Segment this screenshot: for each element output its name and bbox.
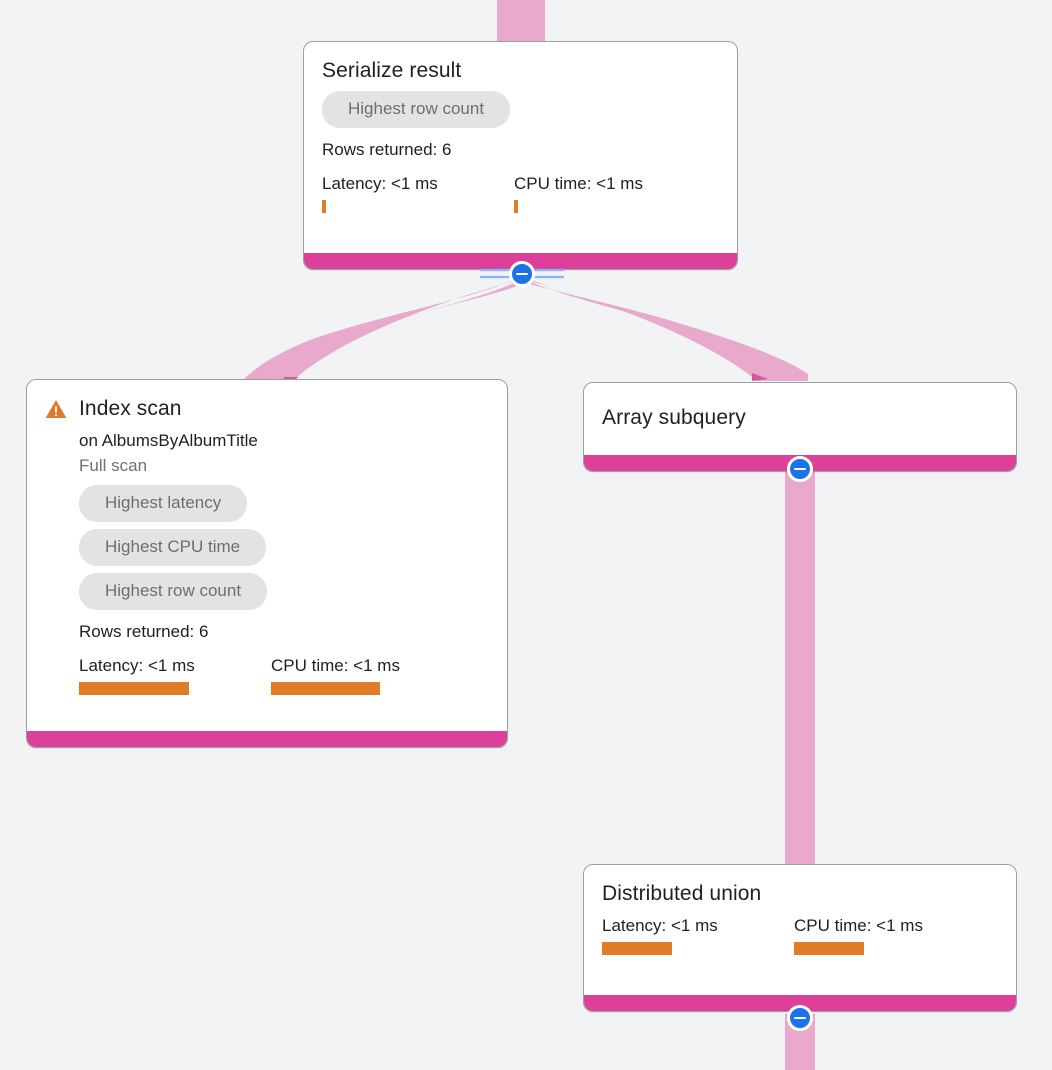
metric-latency: Latency: <1 ms: [602, 915, 794, 955]
metric-latency-bar: [322, 200, 326, 213]
badge-highest-row-count: Highest row count: [322, 91, 511, 128]
badge-highest-row-count: Highest row count: [79, 573, 268, 610]
edge-serialize-to-index-scan: [244, 278, 521, 379]
metrics-row: Latency: <1 ms CPU time: <1 ms: [322, 173, 719, 213]
metric-latency-label: Latency: <1 ms: [602, 916, 718, 935]
node-title-row: Index scan: [45, 396, 489, 422]
edge-arrow-array-subquery: [752, 373, 768, 381]
node-body: Array subquery: [584, 383, 1016, 455]
collapse-toggle-array-subquery[interactable]: [787, 456, 813, 482]
node-title-row: Serialize result: [322, 58, 719, 84]
minus-icon: [516, 272, 528, 276]
chip-row: Highest row count: [322, 91, 719, 135]
metric-cpu-time: CPU time: <1 ms: [794, 915, 923, 955]
metric-cpu-time-label: CPU time: <1 ms: [514, 174, 643, 193]
chip-row: Highest latency: [79, 485, 489, 529]
node-subtitle: on AlbumsByAlbumTitle: [79, 431, 258, 450]
node-body: Index scan on AlbumsByAlbumTitle Full sc…: [27, 380, 507, 731]
chip-list: Highest latency Highest CPU time Highest…: [79, 485, 489, 617]
collapse-toggle-serialize-result[interactable]: [509, 261, 535, 287]
warning-triangle-icon: [45, 400, 67, 418]
node-spacer: [602, 955, 998, 981]
minus-icon: [794, 1016, 806, 1020]
metric-cpu-time: CPU time: <1 ms: [514, 173, 643, 213]
metric-latency-bar: [79, 682, 189, 695]
chip-row: Highest CPU time: [79, 529, 489, 573]
plan-node-index-scan[interactable]: Index scan on AlbumsByAlbumTitle Full sc…: [26, 379, 508, 748]
metric-cpu-time-bar: [794, 942, 864, 955]
node-subtitle-secondary: Full scan: [79, 456, 148, 475]
metric-latency-label: Latency: <1 ms: [79, 656, 195, 675]
plan-node-distributed-union[interactable]: Distributed union Latency: <1 ms CPU tim…: [583, 864, 1017, 1012]
metric-latency-bar: [602, 942, 672, 955]
node-footer-bar: [584, 995, 1016, 1011]
edge-serialize-to-array-subquery-body: [525, 279, 808, 381]
metric-latency: Latency: <1 ms: [322, 173, 514, 213]
minus-icon: [794, 467, 806, 471]
node-body: Distributed union Latency: <1 ms CPU tim…: [584, 865, 1016, 995]
node-title-row: Distributed union: [602, 881, 998, 907]
node-detail-block: on AlbumsByAlbumTitle Full scan Highest …: [45, 429, 489, 695]
metrics-row: Latency: <1 ms CPU time: <1 ms: [602, 915, 998, 955]
chip-row: Highest row count: [79, 573, 489, 617]
edge-offscreen-to-serialize: [497, 0, 545, 45]
metric-cpu-time-bar: [271, 682, 380, 695]
chip-list: Highest row count: [322, 91, 719, 135]
node-spacer: [322, 213, 719, 239]
metric-cpu-time-label: CPU time: <1 ms: [271, 656, 400, 675]
badge-highest-cpu-time: Highest CPU time: [79, 529, 267, 566]
metric-cpu-time: CPU time: <1 ms: [271, 655, 400, 695]
node-title: Array subquery: [602, 406, 746, 429]
plan-node-serialize-result[interactable]: Serialize result Highest row count Rows …: [303, 41, 738, 270]
badge-highest-latency: Highest latency: [79, 485, 248, 522]
node-title: Serialize result: [322, 59, 462, 82]
node-spacer: [45, 695, 489, 717]
edge-serialize-to-array-subquery: [525, 278, 808, 381]
node-title: Distributed union: [602, 882, 762, 905]
metric-cpu-time-label: CPU time: <1 ms: [794, 916, 923, 935]
edge-serialize-to-index-scan-body: [244, 279, 523, 386]
rows-returned-label: Rows returned: 6: [322, 140, 452, 159]
metric-latency-label: Latency: <1 ms: [322, 174, 438, 193]
metrics-row: Latency: <1 ms CPU time: <1 ms: [79, 655, 489, 695]
rows-returned-label: Rows returned: 6: [79, 622, 209, 641]
edge-array-subquery-to-distributed-union: [785, 466, 815, 866]
node-title: Index scan: [79, 397, 182, 420]
metric-latency: Latency: <1 ms: [79, 655, 271, 695]
collapse-toggle-distributed-union[interactable]: [787, 1005, 813, 1031]
metric-cpu-time-bar: [514, 200, 518, 213]
node-footer-bar: [27, 731, 507, 747]
node-title-row: Array subquery: [602, 405, 998, 431]
node-body: Serialize result Highest row count Rows …: [304, 42, 737, 253]
